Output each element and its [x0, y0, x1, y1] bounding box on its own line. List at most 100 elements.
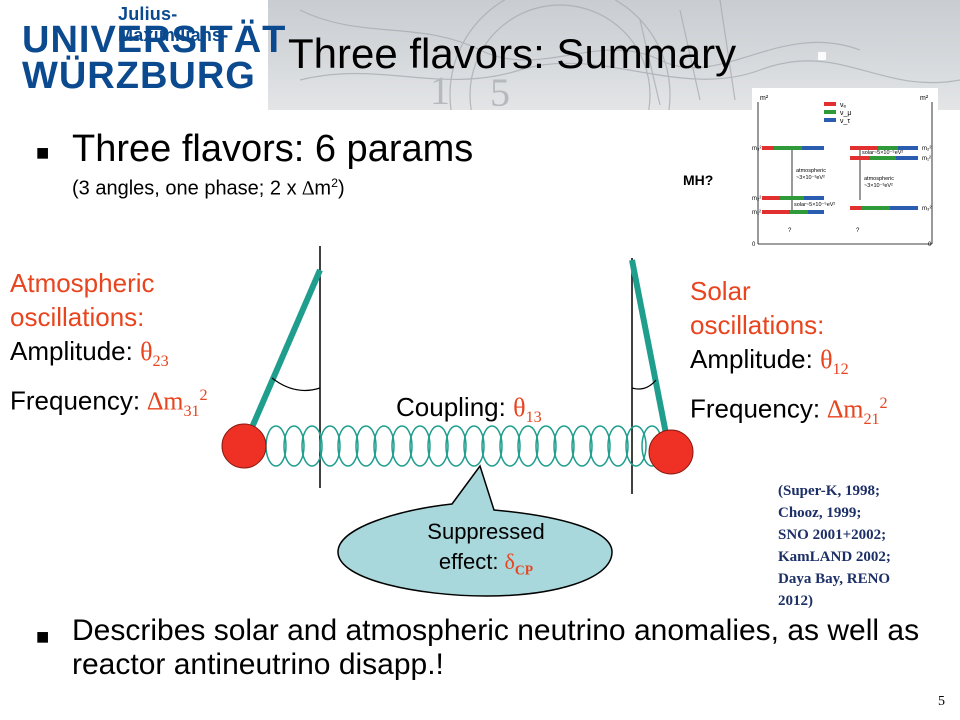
bullet-marker-2: ■ [36, 624, 50, 649]
logo-wuerzburg: WÜRZBURG [22, 55, 256, 97]
suppressed-effect-callout [337, 464, 613, 597]
coupling-theta: θ [513, 393, 526, 422]
sol-theta-sub: 12 [832, 361, 849, 379]
params-detail-text: (3 angles, one phase; 2 x [72, 177, 303, 200]
sol-amp-label: Amplitude: [690, 344, 821, 374]
atmospheric-subtitle: oscillations: [10, 302, 145, 332]
atm-theta-sub: 23 [152, 353, 169, 371]
atm-freq-colon: : [132, 385, 148, 416]
inset-m2-left: m² [760, 95, 769, 102]
coupling-colon: : [498, 392, 514, 422]
inset-atm-inverted-val: ~3×10⁻³eV² [864, 183, 893, 189]
effect-text: effect [438, 549, 493, 574]
sol-dm: ∆m [827, 394, 864, 424]
bullet-marker-1: ■ [36, 140, 50, 165]
inset-m3-label: m₃² [752, 146, 761, 152]
sol-dm-sub: 21 [863, 411, 880, 429]
sol-theta: θ [820, 345, 833, 374]
mass-hierarchy-svg: m² m² νₑ ν_μ ν_τ m₃² m₂² m₁² m₂² m₁² m₃²… [752, 95, 933, 248]
header-banner: 1 5 Julius-Maximilians- UNIVERSITÄT WÜRZ… [0, 0, 960, 110]
coupling-label: Coupling: θ13 [396, 392, 542, 427]
atmospheric-label: Atmospheric oscillations: Amplitude: θ23… [10, 266, 208, 429]
solar-subtitle-colon: : [817, 310, 825, 340]
params-close: ) [337, 177, 345, 200]
right-angle-arc [631, 379, 657, 390]
effect-colon: : [492, 549, 505, 574]
atm-amp-label: Amplitude: [10, 336, 141, 366]
logo-subtitle: Julius-Maximilians- [118, 4, 229, 45]
inset-zero-right: 0 [928, 242, 932, 248]
solar-subtitle-text: oscillations [690, 310, 818, 340]
inset-m2b-label: m₂² [752, 196, 761, 202]
left-pendulum-rod [247, 268, 323, 434]
atmospheric-title: Atmospheric [10, 268, 155, 298]
inset-sol-inverted: solar~5×10⁻⁵eV² [862, 149, 903, 156]
suppressed-effect-line: effect: δCP [370, 547, 602, 585]
atm-dm: ∆m [147, 386, 184, 416]
inset-m2-right: m² [920, 95, 929, 102]
bullet-params: Three flavors: 6 params [72, 128, 474, 170]
bullet-anomalies: Describes solar and atmospheric neutrino… [72, 614, 920, 681]
inset-legend-tau: ν_τ [840, 118, 850, 125]
right-pendulum-bob [648, 429, 694, 475]
inset-zero-left: 0 [752, 242, 756, 248]
left-angle-arc [271, 377, 321, 391]
solar-title: Solar [690, 276, 751, 306]
params-m: m [314, 177, 332, 200]
inset-m3-right-label: m₃² [922, 206, 931, 212]
suppressed-effect-label: Suppressed effect: δCP [370, 517, 602, 585]
params-exponent: 2 [331, 176, 338, 190]
reference-item: 2012) [778, 593, 813, 609]
reference-item: SNO 2001+2002; [778, 527, 887, 543]
sol-dm-sup: 2 [879, 395, 888, 413]
solar-label: Solar oscillations: Amplitude: θ12 Frequ… [690, 274, 888, 437]
right-pendulum-rod [629, 259, 671, 445]
header-decoration: 1 5 [299, 0, 960, 110]
atmospheric-amplitude: Amplitude: θ23 [10, 334, 208, 379]
atm-freq-label: Frequency [10, 385, 133, 416]
inset-atm-normal-val: ~3×10⁻³eV² [796, 175, 825, 181]
mass-hierarchy-figure: m² m² νₑ ν_μ ν_τ m₃² m₂² m₁² m₂² m₁² m₃²… [752, 88, 938, 254]
coupling-text: Coupling [396, 392, 499, 422]
solar-frequency: Frequency: ∆m212 [690, 387, 888, 437]
delta-cp-symbol: δ [504, 549, 515, 574]
coupling-spring [265, 425, 663, 467]
references-list: (Super-K, 1998; Chooz, 1999; SNO 2001+20… [778, 480, 891, 612]
inset-m2-right-label: m₂² [922, 146, 931, 152]
delta-cp-sub: CP [514, 562, 534, 578]
coupling-theta-sub: 13 [525, 409, 542, 427]
solar-amplitude: Amplitude: θ12 [690, 342, 888, 387]
reference-item: Chooz, 1999; [778, 505, 862, 521]
slide-title: Three flavors: Summary [288, 30, 737, 77]
atm-dm-sub: 31 [183, 403, 200, 421]
left-pendulum-bob [221, 423, 267, 469]
svg-text:1: 1 [430, 68, 450, 110]
inset-atm-normal: atmospheric [796, 168, 826, 174]
svg-text:5: 5 [490, 70, 510, 110]
inset-legend-mu: ν_μ [840, 110, 851, 117]
page-number: 5 [938, 694, 945, 709]
sol-freq-colon: : [812, 393, 828, 424]
bullet-params-detail: (3 angles, one phase; 2 x ∆m2) [72, 176, 345, 201]
inset-sol-normal: solar~5×10⁻⁵eV² [794, 201, 835, 208]
inset-atm-inverted: atmospheric [864, 176, 894, 182]
atmospheric-frequency: Frequency: ∆m312 [10, 379, 208, 429]
suppressed-text: Suppressed [427, 519, 545, 544]
title-dot [818, 52, 826, 60]
inset-m1-label: m₁² [752, 210, 761, 216]
inset-q-right: ? [856, 228, 860, 234]
inset-legend-e: νₑ [840, 102, 847, 109]
delta-symbol: ∆ [302, 177, 315, 200]
atm-theta: θ [140, 337, 153, 366]
solar-subtitle: oscillations: [690, 308, 888, 342]
reference-item: KamLAND 2002; [778, 549, 891, 565]
inset-m1-right-label: m₁² [922, 156, 931, 162]
atm-dm-sup: 2 [199, 387, 208, 405]
reference-item: Daya Bay, RENO [778, 571, 891, 587]
inset-q-left: ? [788, 228, 792, 234]
mass-hierarchy-question: MH? [683, 172, 714, 188]
university-logo: Julius-Maximilians- UNIVERSITÄT WÜRZBURG [0, 0, 285, 110]
logo-universitaet: UNIVERSITÄT [22, 19, 287, 61]
reference-item: (Super-K, 1998; [778, 483, 880, 499]
